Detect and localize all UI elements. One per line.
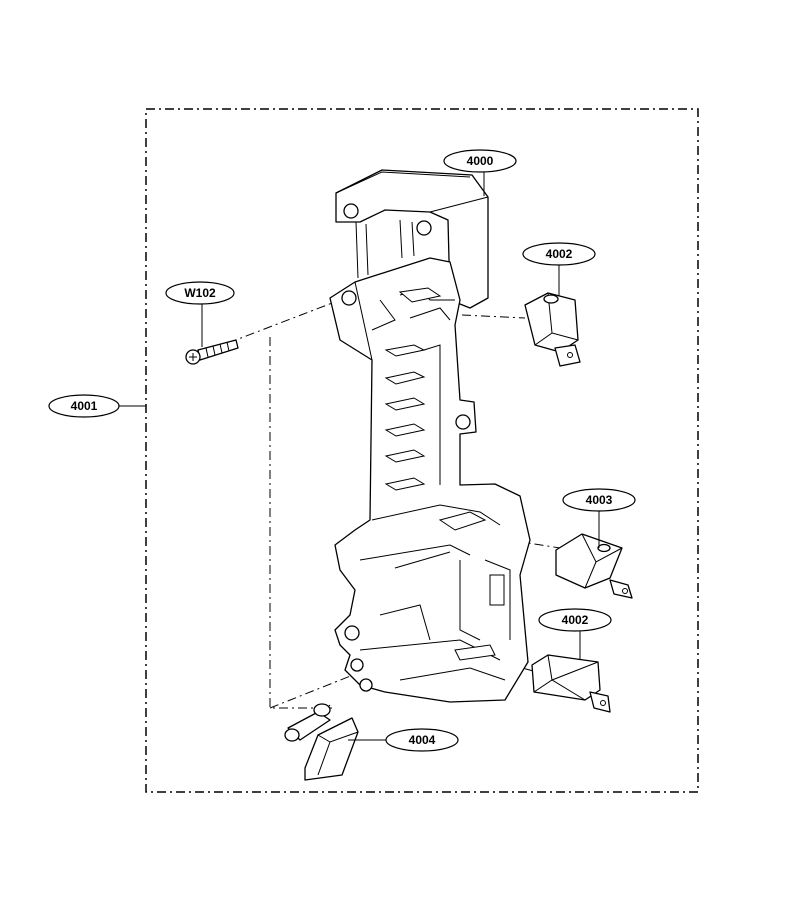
- assembly-frame: [145, 108, 699, 793]
- callout-label: 4002: [546, 247, 573, 261]
- callout-4003: 4003: [562, 488, 636, 512]
- callout-4000: 4000: [443, 149, 517, 173]
- callout-label: 4003: [586, 493, 613, 507]
- callout-4002-lower: 4002: [538, 608, 612, 632]
- callout-label: 4002: [562, 613, 589, 627]
- latch-lever: [284, 703, 359, 781]
- callout-label: 4004: [409, 733, 436, 747]
- callout-w102: W102: [165, 281, 235, 305]
- callout-4001: 4001: [48, 394, 120, 418]
- screw: [185, 339, 239, 365]
- callout-4002-upper: 4002: [522, 242, 596, 266]
- callout-label: W102: [184, 286, 216, 300]
- callout-label: 4000: [467, 154, 494, 168]
- microswitch-upper: [524, 292, 581, 367]
- leader-lines: [118, 169, 600, 741]
- microswitch-middle: [555, 533, 633, 599]
- microswitch-lower: [531, 654, 611, 713]
- callout-label: 4001: [71, 399, 98, 413]
- door-latch-housing: [329, 169, 531, 703]
- callout-4004: 4004: [385, 728, 459, 752]
